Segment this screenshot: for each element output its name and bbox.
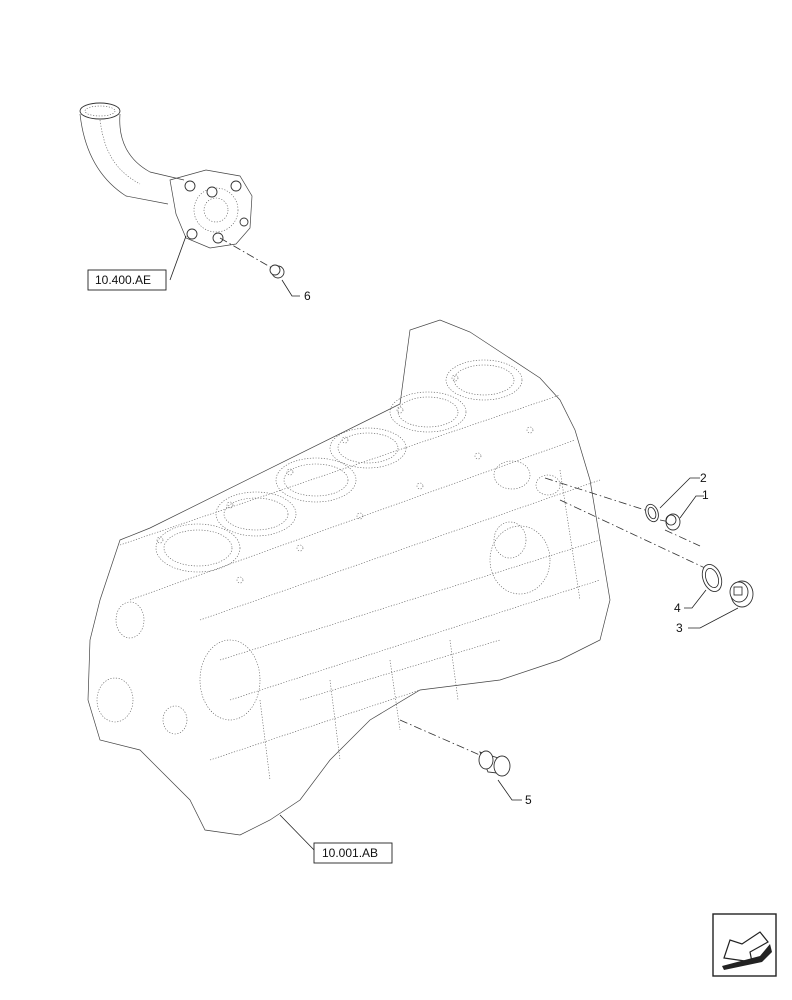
callout-6: 6 xyxy=(304,289,311,303)
arrow-icon[interactable] xyxy=(712,913,777,977)
part-1-2-assembly xyxy=(544,477,701,547)
reference-water-pump[interactable]: 10.400.AE xyxy=(87,235,187,291)
part-6-plug xyxy=(219,237,300,297)
water-pump-drawing xyxy=(79,102,253,249)
part-3-4-assembly xyxy=(559,499,754,608)
callout-2: 2 xyxy=(700,471,707,485)
part-5-fitting xyxy=(399,719,511,777)
callout-leaders xyxy=(497,477,739,801)
reference-water-pump-label: 10.400.AE xyxy=(95,273,151,287)
callout-3: 3 xyxy=(676,621,683,635)
callout-5: 5 xyxy=(525,793,532,807)
cylinder-bores xyxy=(155,359,523,573)
callout-4: 4 xyxy=(674,601,681,615)
reference-engine-block-label: 10.001.AB xyxy=(322,846,378,860)
engine-block-drawing xyxy=(87,319,611,836)
callout-1: 1 xyxy=(702,488,709,502)
deck-bolt-holes xyxy=(156,374,534,584)
reference-engine-block[interactable]: 10.001.AB xyxy=(279,814,393,864)
